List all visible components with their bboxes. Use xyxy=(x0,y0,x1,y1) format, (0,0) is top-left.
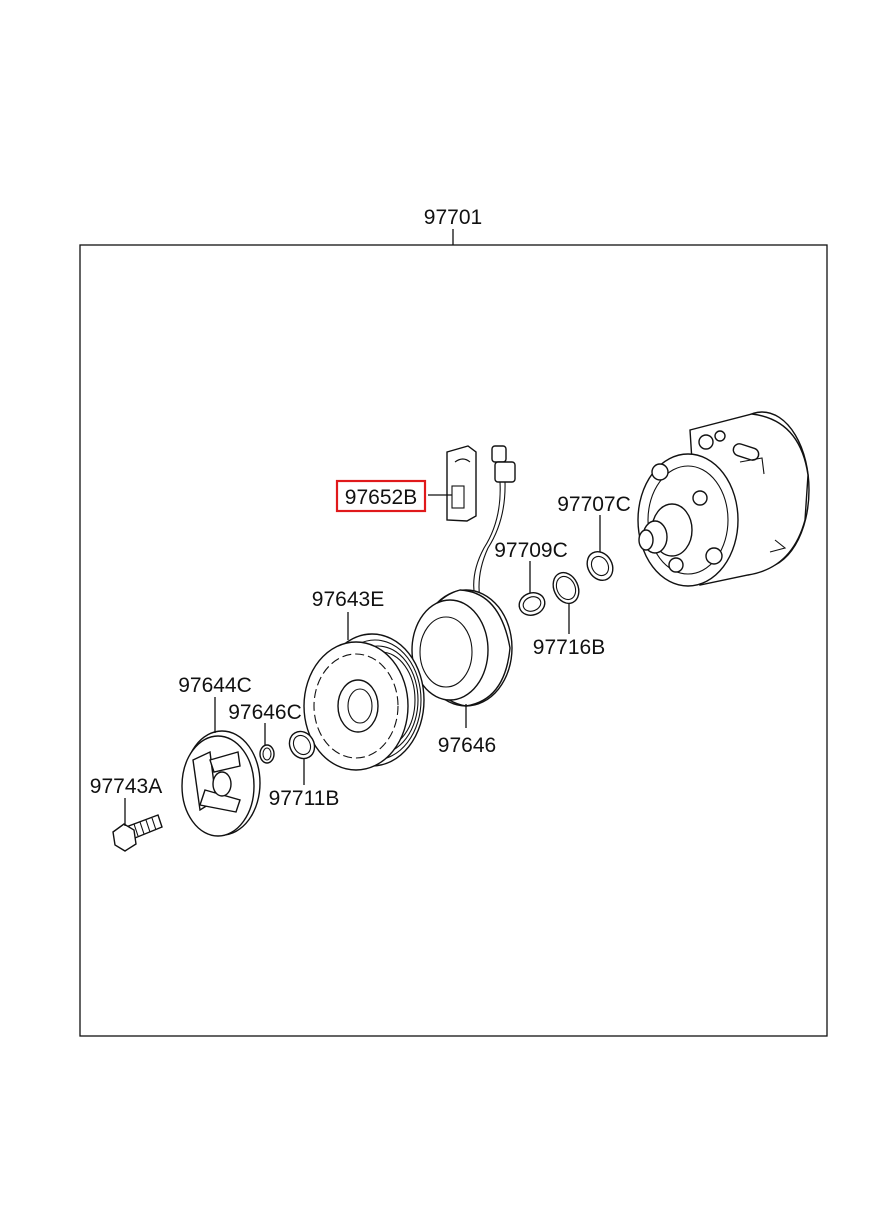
snap-ring-97716b[interactable] xyxy=(548,568,583,607)
ring-97707c[interactable] xyxy=(582,547,618,585)
bracket-97652b[interactable] xyxy=(446,445,477,522)
label-97646c[interactable]: 97646C xyxy=(228,701,302,724)
ring-97711b[interactable] xyxy=(285,727,320,763)
label-97743a[interactable]: 97743A xyxy=(90,775,162,798)
spacer-97646c[interactable] xyxy=(259,744,275,764)
label-97643e[interactable]: 97643E xyxy=(312,588,384,611)
label-97711b[interactable]: 97711B xyxy=(269,787,340,810)
compressor-body[interactable] xyxy=(637,411,810,587)
label-97709c[interactable]: 97709C xyxy=(494,539,568,562)
bolt-97743a[interactable] xyxy=(112,814,163,852)
connector-wire xyxy=(473,445,516,601)
label-97701[interactable]: 97701 xyxy=(424,206,482,229)
pressure-plate-97644c[interactable] xyxy=(181,730,261,837)
assembly-frame xyxy=(79,244,828,1037)
label-97716b[interactable]: 97716B xyxy=(533,636,605,659)
shim-97709c[interactable] xyxy=(516,589,548,619)
highlight-box-97652b xyxy=(335,479,427,513)
label-97652b[interactable]: 97652B xyxy=(345,486,417,509)
label-97707c[interactable]: 97707C xyxy=(557,493,631,516)
label-97646[interactable]: 97646 xyxy=(438,734,496,757)
label-97644c[interactable]: 97644C xyxy=(178,674,252,697)
pulley-97643e[interactable] xyxy=(303,633,425,771)
field-coil-97646[interactable] xyxy=(411,589,513,707)
